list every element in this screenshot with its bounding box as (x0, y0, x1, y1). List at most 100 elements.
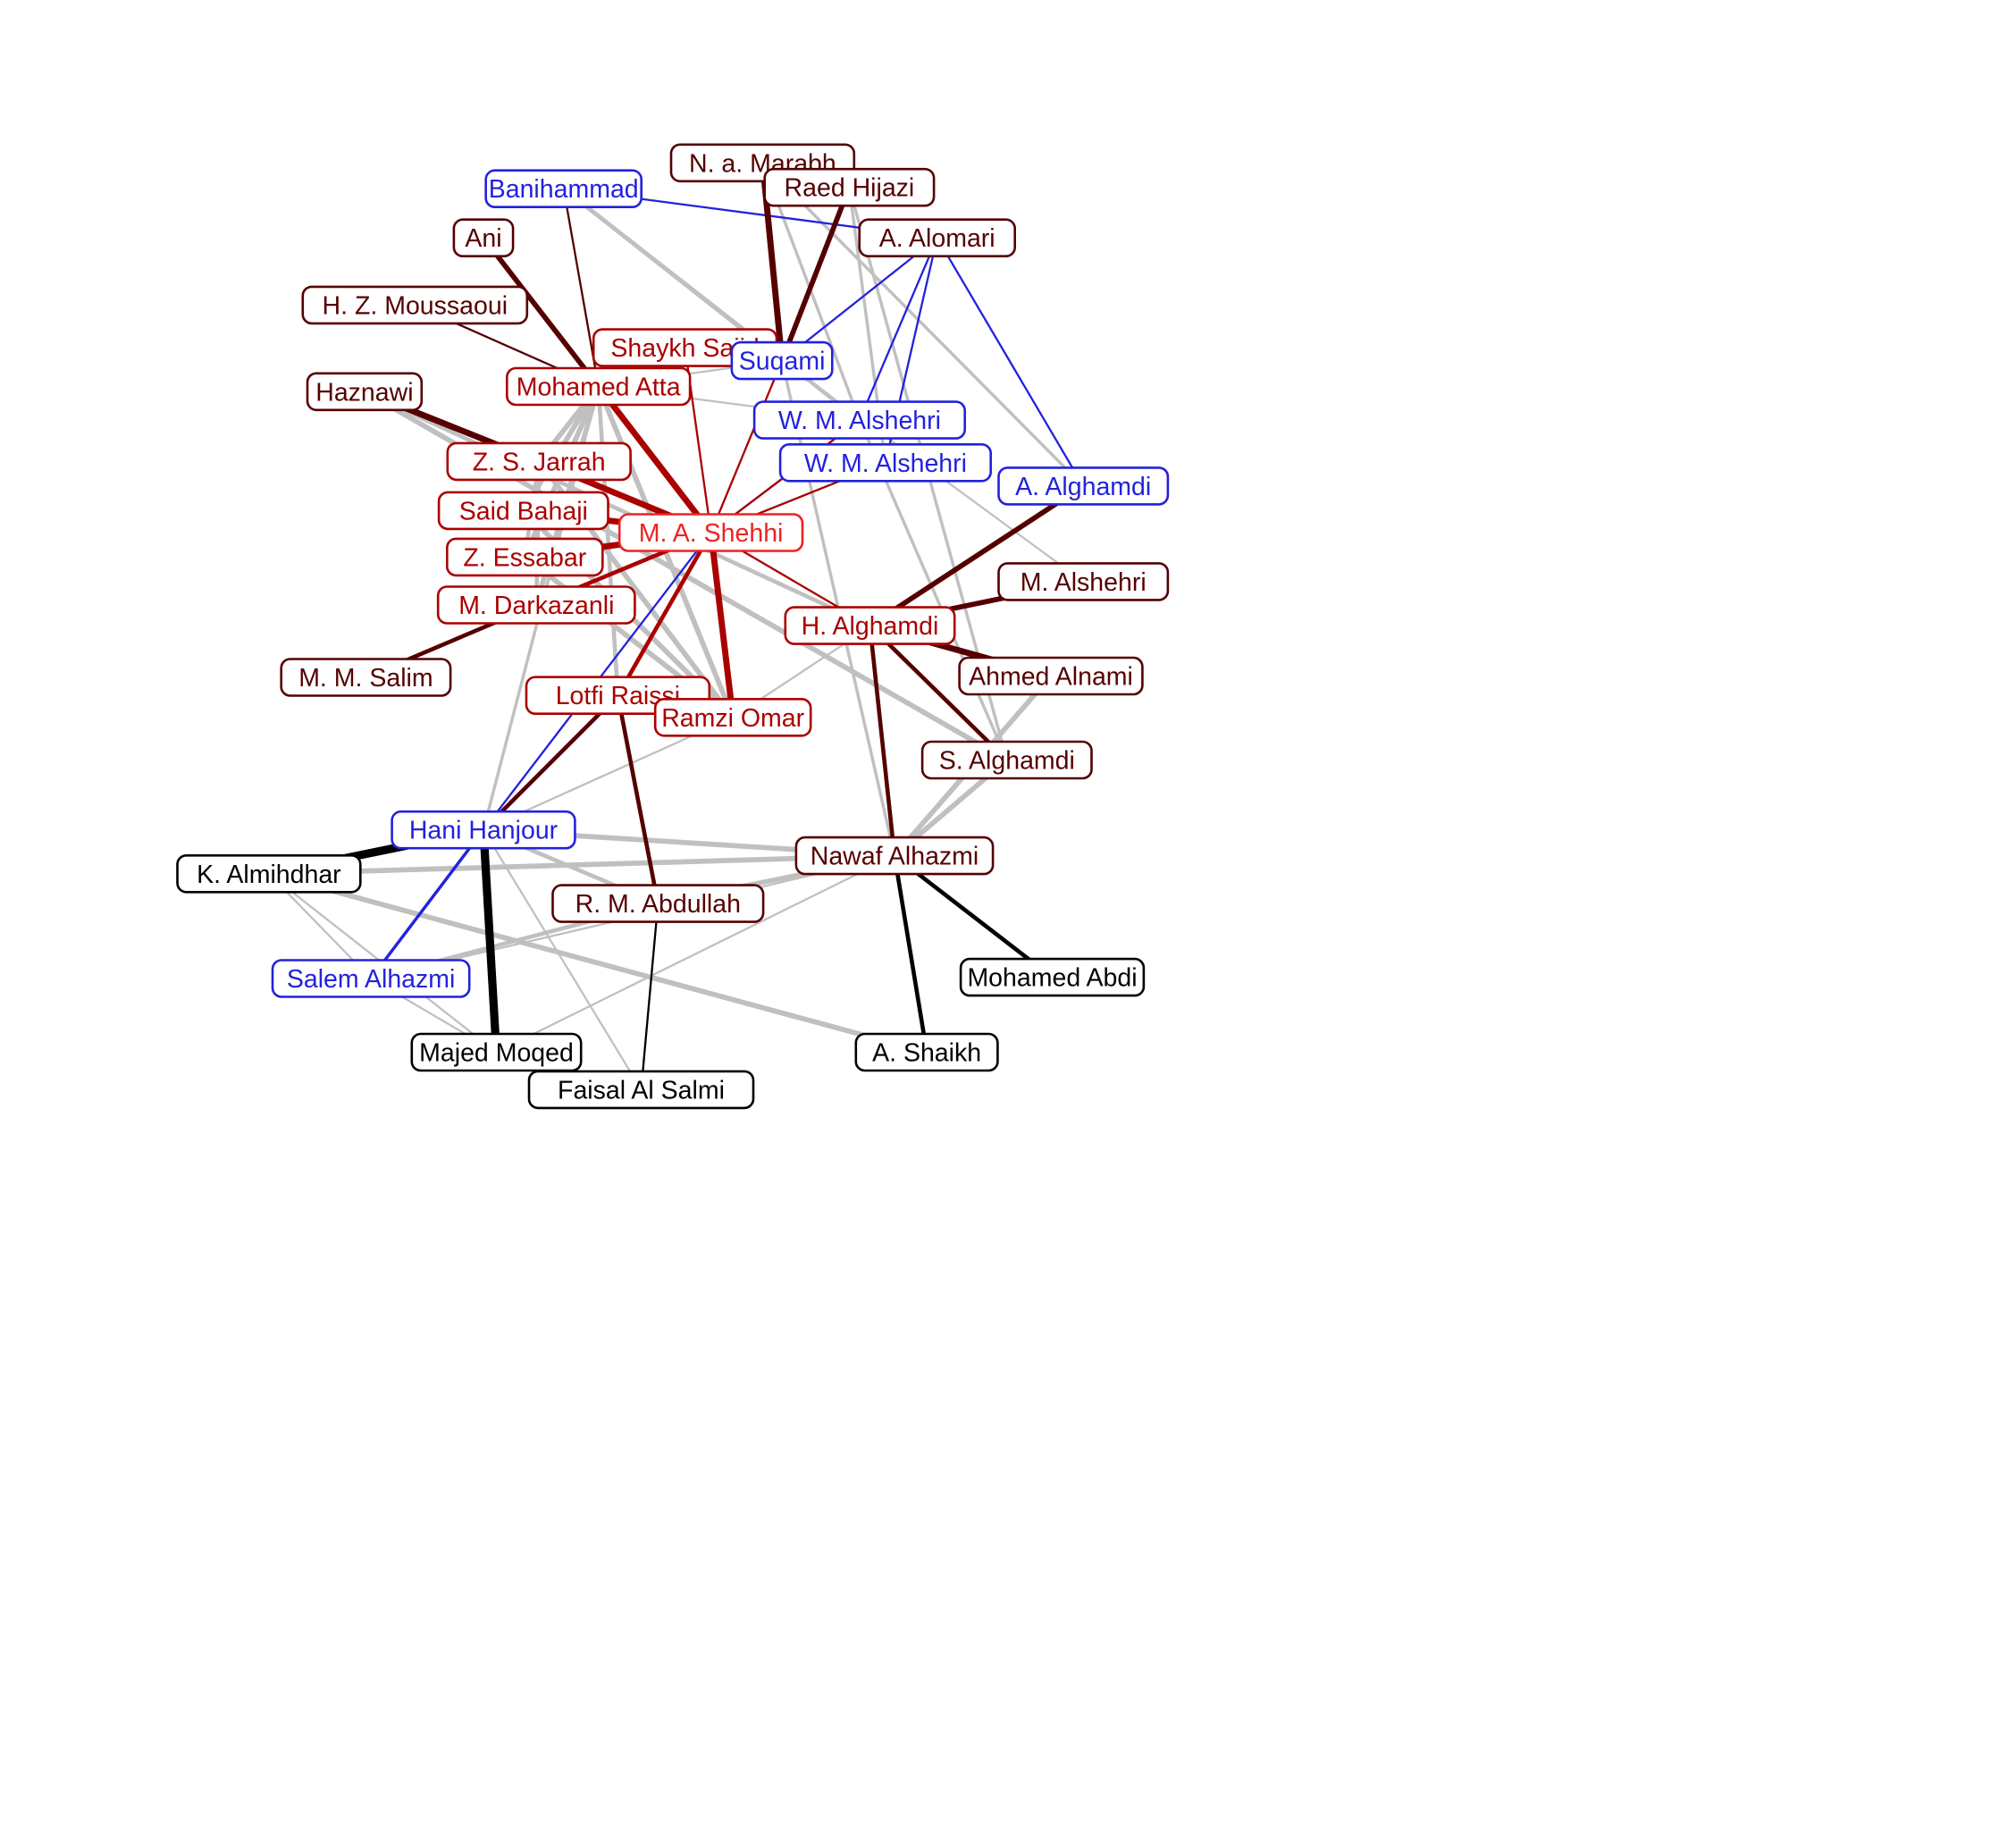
node-box (484, 169, 643, 208)
node-wmalshehri1[interactable]: W. M. Alshehri (752, 400, 966, 440)
edge-nalhazmi-moqed (495, 854, 896, 1054)
edge-hanjour-moqed (479, 826, 501, 1057)
node-box (301, 285, 529, 325)
node-label: Mohamed Atta (517, 374, 681, 402)
node-label: Ahmed Alnami (969, 663, 1133, 692)
node-label: A. Shaikh (872, 1039, 981, 1068)
node-box (505, 366, 692, 407)
node-label: H. Alghamdi (802, 612, 939, 641)
node-bahaji[interactable]: Said Bahaji (437, 491, 609, 531)
node-alnami[interactable]: Ahmed Alnami (958, 656, 1144, 696)
node-box (653, 697, 812, 737)
edge-atta-shehhi (595, 383, 715, 536)
node-label: S. Alghamdi (939, 747, 1075, 776)
node-box (858, 218, 1017, 257)
node-label: W. M. Alshehri (778, 407, 941, 435)
node-ani[interactable]: Ani (452, 218, 515, 257)
edge-hanjour-salmi (482, 828, 643, 1091)
node-jarrah[interactable]: Z. S. Jarrah (446, 441, 632, 482)
node-salghamdi[interactable]: S. Alghamdi (920, 740, 1093, 780)
node-abdi[interactable]: Mohamed Abdi (959, 957, 1146, 997)
node-box (410, 1032, 583, 1072)
node-label: Suqami (739, 348, 826, 376)
node-box (997, 562, 1170, 601)
edge-shehhi-raissi (616, 530, 713, 698)
node-salmi[interactable]: Faisal Al Salmi (527, 1070, 755, 1110)
node-label: Mohamed Abdi (967, 964, 1137, 993)
node-essabar[interactable]: Z. Essabar (445, 537, 604, 577)
node-box (437, 491, 609, 531)
node-box (391, 810, 576, 850)
node-box (752, 400, 966, 440)
node-salim[interactable]: M. M. Salim (280, 658, 452, 697)
node-halghamdi[interactable]: H. Alghamdi (784, 606, 956, 645)
node-label: K. Almihdhar (197, 861, 341, 889)
node-salhazmi[interactable]: Salem Alhazmi (271, 959, 471, 998)
edge-jarrah-darkazanli (533, 459, 542, 608)
node-label: Majed Moqed (419, 1039, 574, 1068)
edge-nalhazmi-shaikh (892, 853, 929, 1054)
node-label: Nawaf Alhazmi (811, 843, 979, 871)
node-box (306, 372, 424, 412)
node-haznawi[interactable]: Haznawi (306, 372, 424, 412)
node-moqed[interactable]: Majed Moqed (410, 1032, 583, 1072)
node-moussaoui[interactable]: H. Z. Moussaoui (301, 285, 529, 325)
node-wmalshehri2[interactable]: W. M. Alshehri (778, 442, 992, 483)
node-box (280, 658, 452, 697)
edge-hanjour-salhazmi (369, 827, 485, 980)
node-label: A. Alghamdi (1015, 473, 1151, 501)
node-box (551, 884, 765, 923)
node-label: Faisal Al Salmi (558, 1076, 725, 1104)
node-almihdhar[interactable]: K. Almihdhar (176, 853, 362, 894)
node-omar[interactable]: Ramzi Omar (653, 697, 812, 737)
edge-alomari-suqami (780, 237, 938, 362)
edge-haznawi-halghamdi (362, 389, 872, 628)
edge-abdullah-salmi (640, 902, 659, 1091)
node-label: Raed Hijazi (785, 174, 915, 203)
node-abdullah[interactable]: R. M. Abdullah (551, 884, 765, 923)
edge-atta-raissi (596, 384, 620, 698)
node-label: M. Darkazanli (458, 592, 614, 620)
node-nalhazmi[interactable]: Nawaf Alhazmi (794, 836, 995, 876)
node-box (784, 606, 956, 645)
node-malshehri[interactable]: M. Alshehri (997, 562, 1170, 601)
edge-ani-atta (481, 235, 601, 390)
node-shehhi[interactable]: M. A. Shehhi (617, 513, 804, 552)
node-label: Z. S. Jarrah (473, 448, 606, 476)
edge-almihdhar-nalhazmi (266, 853, 897, 877)
node-box (445, 537, 604, 577)
node-label: Banihammad (489, 175, 639, 204)
node-shaikh[interactable]: A. Shaikh (854, 1032, 999, 1072)
node-box (527, 1070, 755, 1110)
node-label: Ramzi Omar (661, 704, 804, 733)
edge-hijazi-suqami (779, 184, 853, 364)
node-alomari[interactable]: A. Alomari (858, 218, 1017, 257)
node-aalghamdi[interactable]: A. Alghamdi (997, 466, 1170, 506)
node-box (794, 836, 995, 876)
edge-alomari-wmalshehri1 (858, 237, 938, 422)
node-label: Ani (465, 224, 501, 253)
edge-marabh-aalghamdi (760, 161, 1085, 488)
node-hijazi[interactable]: Raed Hijazi (763, 167, 936, 207)
edge-raissi-abdullah (616, 693, 660, 906)
edge-raissi-hanjour (481, 693, 620, 833)
node-box (763, 167, 936, 207)
node-hanjour[interactable]: Hani Hanjour (391, 810, 576, 850)
node-label: W. M. Alshehri (804, 449, 967, 478)
node-box (176, 853, 362, 894)
node-label: Z. Essabar (463, 543, 586, 572)
edge-shehhi-omar (708, 529, 736, 721)
node-suqami[interactable]: Suqami (730, 340, 834, 381)
node-label: A. Alomari (879, 224, 995, 253)
node-label: M. A. Shehhi (639, 519, 784, 548)
node-label: R. M. Abdullah (575, 890, 741, 919)
node-box (730, 340, 834, 381)
edge-halghamdi-salghamdi (868, 623, 1010, 762)
edge-aalghamdi-halghamdi (867, 483, 1087, 628)
node-atta[interactable]: Mohamed Atta (505, 366, 692, 407)
node-darkazanli[interactable]: M. Darkazanli (436, 585, 636, 625)
node-label: Haznawi (315, 378, 413, 407)
node-banihammad[interactable]: Banihammad (484, 169, 643, 208)
node-box (271, 959, 471, 998)
